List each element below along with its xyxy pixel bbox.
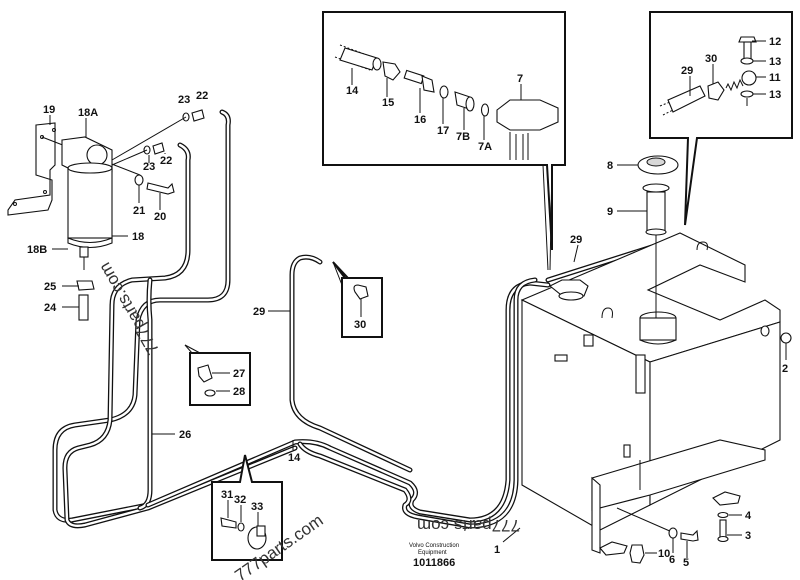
callout-7b: 7B xyxy=(456,131,470,143)
banjo-11 xyxy=(741,70,757,86)
filter-assembly: 19 18A 18 18B 25 24 21 20 23 22 23 22 xyxy=(7,90,208,321)
filler-neck xyxy=(639,311,677,345)
callout-17: 17 xyxy=(437,125,449,137)
washer-32 xyxy=(237,522,245,532)
strainer-9 xyxy=(642,183,670,236)
fitting-16 xyxy=(403,69,435,93)
callout-7: 7 xyxy=(517,73,523,85)
drain-25 xyxy=(76,280,95,291)
bolt-5 xyxy=(680,529,699,542)
callout-18b: 18B xyxy=(27,244,47,256)
callout-24: 24 xyxy=(44,302,57,314)
callout-3: 3 xyxy=(745,530,751,542)
bolt-3 xyxy=(719,519,727,539)
callout-11: 11 xyxy=(769,72,781,84)
callout-13-lower: 13 xyxy=(769,89,781,101)
callout-30-inset: 30 xyxy=(354,319,366,331)
hydraulic-tank-1 xyxy=(520,232,781,556)
filler-cap-8 xyxy=(637,155,679,175)
fuel-level-sender-7 xyxy=(496,99,559,160)
washer-4 xyxy=(717,511,729,519)
detail-box-nipple-27-28: 27 28 xyxy=(184,344,251,406)
o-ring-7a xyxy=(480,103,490,117)
callout-29-main: 29 xyxy=(253,306,265,318)
detail-box-clip-30: 30 xyxy=(332,261,383,338)
callout-14-detail: 14 xyxy=(346,85,359,97)
bolt-31 xyxy=(220,517,237,529)
tank-hardware: 2 8 9 29 4 3 6 5 xyxy=(494,155,792,569)
callout-2: 2 xyxy=(782,363,788,375)
detail-box-banjo: 29 30 12 13 11 13 xyxy=(649,11,793,226)
washer-21 xyxy=(134,174,144,186)
callout-16: 16 xyxy=(414,114,426,126)
watermark-bottom-right: 777parts.com xyxy=(417,516,520,535)
callout-27: 27 xyxy=(233,368,245,380)
clip-30-detail xyxy=(707,81,725,101)
callout-18: 18 xyxy=(132,231,144,243)
bracket-19 xyxy=(7,122,56,216)
callout-15: 15 xyxy=(382,97,394,109)
callout-6: 6 xyxy=(669,554,675,566)
watermark-upper: 777parts.com xyxy=(95,259,163,358)
callout-9: 9 xyxy=(607,206,613,218)
clamp-33 xyxy=(247,525,267,550)
bolt-20 xyxy=(146,182,175,195)
o-ring-17 xyxy=(439,85,449,99)
callout-21: 21 xyxy=(133,205,145,217)
callout-23-upper: 23 xyxy=(178,94,190,106)
title-block: Volvo Construction Equipment 1011866 xyxy=(409,543,459,569)
callout-4: 4 xyxy=(745,510,752,522)
plug-2 xyxy=(780,332,792,344)
callout-30-detail: 30 xyxy=(705,53,717,65)
callout-14-main: 14 xyxy=(288,452,301,464)
fuel-lines xyxy=(52,109,683,529)
detail-box-sender: 14 15 16 17 7B 7A 7 xyxy=(322,11,566,271)
callout-26: 26 xyxy=(179,429,191,441)
clip-15 xyxy=(382,61,401,81)
callout-20: 20 xyxy=(154,211,166,223)
callout-5: 5 xyxy=(683,557,689,569)
hose-29-detail xyxy=(667,85,706,113)
fitting-22-upper xyxy=(191,109,205,122)
callout-1: 1 xyxy=(494,544,500,556)
callout-13-upper: 13 xyxy=(769,56,781,68)
callout-28: 28 xyxy=(233,386,245,398)
washer-28 xyxy=(204,389,216,397)
callout-23-lower: 23 xyxy=(143,161,155,173)
manufacturer-line-1: Volvo Construction xyxy=(409,543,459,549)
callout-22-lower: 22 xyxy=(160,155,172,167)
washer-13-upper xyxy=(740,57,754,65)
hose-24 xyxy=(78,294,89,321)
callout-22-upper: 22 xyxy=(196,90,208,102)
nipple-27 xyxy=(197,364,213,383)
drain-valve-10 xyxy=(629,544,645,564)
callout-18a: 18A xyxy=(78,107,98,119)
callout-12: 12 xyxy=(769,36,781,48)
callout-32: 32 xyxy=(234,494,246,506)
washer-6 xyxy=(668,527,678,539)
callout-29-detail: 29 xyxy=(681,65,693,77)
callout-31: 31 xyxy=(221,489,233,501)
adapter-7b xyxy=(454,91,475,112)
document-number: 1011866 xyxy=(413,557,455,569)
callout-10: 10 xyxy=(658,548,670,560)
callout-7a: 7A xyxy=(478,141,492,153)
callout-25: 25 xyxy=(44,281,56,293)
washer-2-seat xyxy=(760,325,770,337)
filter-canister-18 xyxy=(67,162,113,270)
callout-33: 33 xyxy=(251,501,263,513)
manufacturer-line-2: Equipment xyxy=(418,550,447,556)
detail-box-clamp-31-33: 31 32 33 xyxy=(211,454,283,561)
callout-19: 19 xyxy=(43,104,55,116)
callout-8: 8 xyxy=(607,160,613,172)
washer-13-lower xyxy=(740,90,754,98)
fitting-22-lower xyxy=(152,142,165,155)
callout-29-tank: 29 xyxy=(570,234,582,246)
hose-14-detail xyxy=(334,44,382,71)
